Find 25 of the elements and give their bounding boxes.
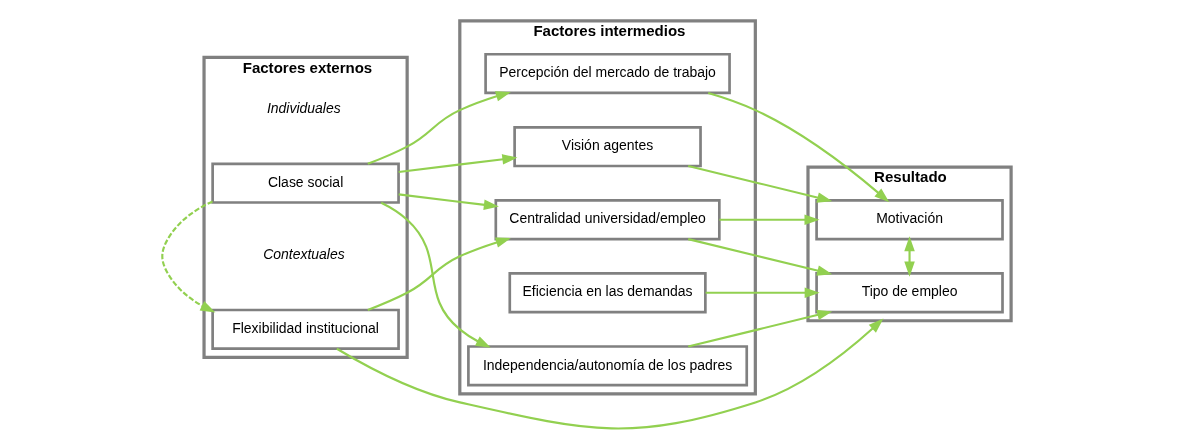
- node-box: Flexibilidad institucional: [211, 308, 400, 351]
- label: Individuales: [266, 99, 341, 116]
- arrow: [687, 165, 833, 203]
- arrow: [904, 236, 915, 277]
- arrow: [367, 91, 511, 165]
- arrow: [707, 91, 890, 203]
- node-box: Visión agentes: [513, 125, 702, 168]
- arrow: [398, 154, 518, 174]
- node-box: Clase social: [211, 162, 400, 204]
- arrow: [687, 238, 833, 276]
- node-box: Motivación: [815, 199, 1004, 241]
- node-box: Tipo de empleo: [815, 272, 1004, 314]
- arrow: [398, 193, 499, 211]
- node-box: Independencia/autonomía de los padres: [467, 345, 749, 387]
- node-box: Centralidad universidad/empleo: [494, 199, 721, 241]
- arrow: [719, 214, 820, 225]
- label: Contextuales: [263, 245, 345, 262]
- arrow: [336, 318, 884, 430]
- arrow: [687, 309, 833, 348]
- arrow: [705, 287, 820, 299]
- arrow: [161, 200, 216, 313]
- node-box: Eficiencia en las demandas: [508, 272, 707, 314]
- arrow: [380, 201, 491, 348]
- node-box: Percepción del mercado de trabajo: [484, 52, 731, 95]
- arrow: [367, 237, 511, 311]
